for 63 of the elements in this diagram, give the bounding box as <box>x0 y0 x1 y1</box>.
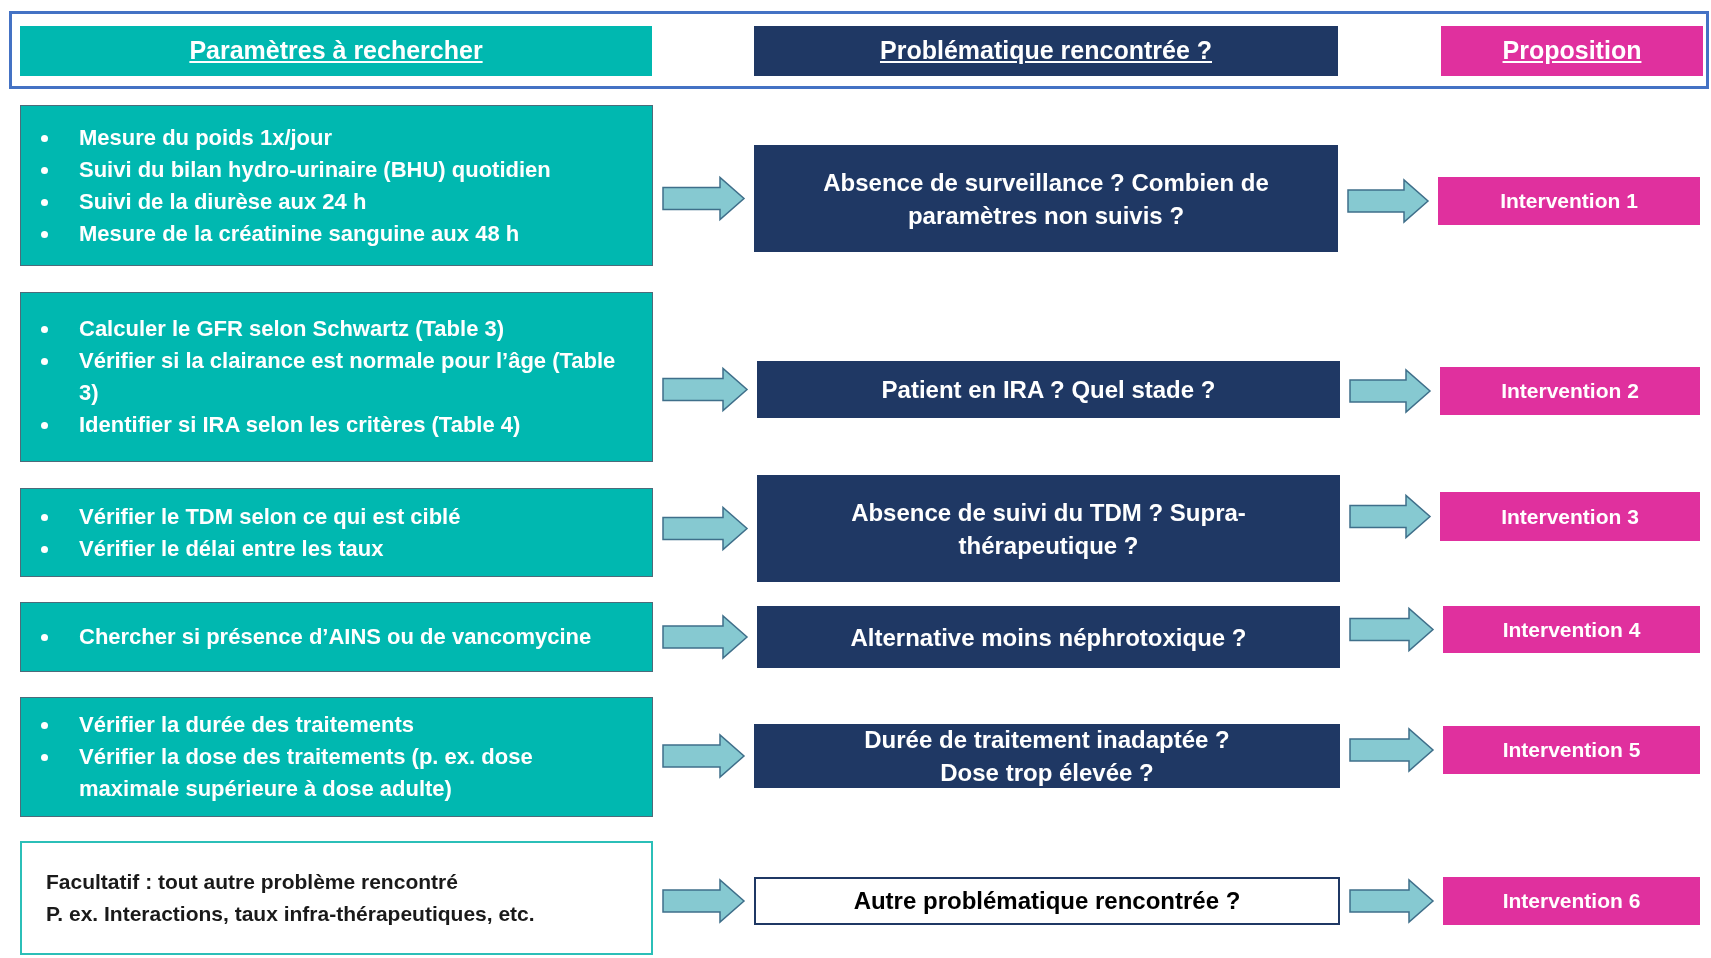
block-arrow <box>1349 606 1435 653</box>
bullet-text: Vérifier la dose des traitements (p. ex. dose maximale supérieure à dose adulte) <box>79 743 534 803</box>
intervention-label: Intervention 3 <box>1501 503 1639 530</box>
question-text: Alternative moins néphrotoxique ? <box>850 622 1247 653</box>
intervention-label: Intervention 5 <box>1502 737 1641 764</box>
question-text: Patient en IRA ? Quel stade ? <box>881 375 1216 405</box>
bullet-text: Calculer le GFR selon Schwartz (Table 3) <box>79 315 506 343</box>
header-frame <box>9 11 1709 89</box>
note-text: P. ex. Interactions, taux infra-thérapeutiques, etc. <box>46 901 536 927</box>
block-arrow <box>1349 368 1432 414</box>
intervention-box <box>1443 877 1700 925</box>
parameter-box <box>20 697 653 817</box>
optional-box <box>20 841 653 955</box>
bullet-text: Identifier si IRA selon les critères (Table 4) <box>79 411 522 439</box>
intervention-box <box>1443 606 1700 653</box>
block-arrow <box>662 175 746 222</box>
problem-box <box>754 145 1338 252</box>
block-arrow <box>662 505 749 552</box>
problem-box <box>757 475 1340 582</box>
problem-box <box>757 606 1340 668</box>
question-text: Autre problématique rencontrée ? <box>853 886 1241 916</box>
intervention-label: Intervention 1 <box>1500 188 1638 215</box>
column-header <box>1441 26 1703 76</box>
intervention-label: Intervention 4 <box>1502 616 1641 643</box>
block-arrow <box>662 614 749 660</box>
bullet-text: Suivi de la diurèse aux 24 h <box>79 187 368 216</box>
parameter-box <box>20 105 653 266</box>
problem-box <box>757 361 1340 418</box>
block-arrow <box>662 733 746 779</box>
question-text: Absence de suivi du TDM ? Supra-thérapeutique ? <box>850 497 1247 561</box>
block-arrow <box>1349 878 1435 924</box>
bullet-text: Chercher si présence d’AINS ou de vancomycine <box>79 623 593 651</box>
column-header <box>754 26 1338 76</box>
block-arrow <box>662 878 746 924</box>
question-text: Durée de traitement inadaptée ? Dose trop élevée ? <box>863 725 1231 788</box>
parameter-box <box>20 292 653 462</box>
bullet-text: Mesure du poids 1x/jour <box>79 123 334 152</box>
header-text: Proposition <box>1502 35 1642 67</box>
intervention-label: Intervention 2 <box>1501 378 1639 405</box>
note-text: Facultatif : tout autre problème rencontré <box>46 869 459 895</box>
intervention-label: Intervention 6 <box>1502 888 1641 915</box>
problem-box <box>754 877 1340 925</box>
block-arrow <box>1349 727 1435 773</box>
bullet-text: Vérifier la durée des traitements <box>79 711 416 739</box>
intervention-box <box>1438 177 1700 225</box>
bullet-text: Vérifier si la clairance est normale pour l’âge (Table 3) <box>79 347 616 407</box>
intervention-box <box>1440 367 1700 415</box>
block-arrow <box>662 366 749 413</box>
intervention-box <box>1443 726 1700 774</box>
parameter-box <box>20 602 653 672</box>
header-text: Problématique rencontrée ? <box>880 35 1212 67</box>
bullet-text: Suivi du bilan hydro-urinaire (BHU) quotidien <box>79 155 552 184</box>
bullet-text: Vérifier le délai entre les taux <box>79 534 385 563</box>
bullet-text: Vérifier le TDM selon ce qui est ciblé <box>79 502 462 531</box>
block-arrow <box>1349 493 1432 540</box>
intervention-box <box>1440 492 1700 541</box>
problem-box <box>754 724 1340 788</box>
parameter-box <box>20 488 653 577</box>
block-arrow <box>1347 178 1430 224</box>
bullet-text: Mesure de la créatinine sanguine aux 48 h <box>79 219 521 248</box>
column-header <box>20 26 652 76</box>
question-text: Absence de surveillance ? Combien de paramètres non suivis ? <box>822 167 1270 231</box>
header-text: Paramètres à rechercher <box>189 35 483 67</box>
